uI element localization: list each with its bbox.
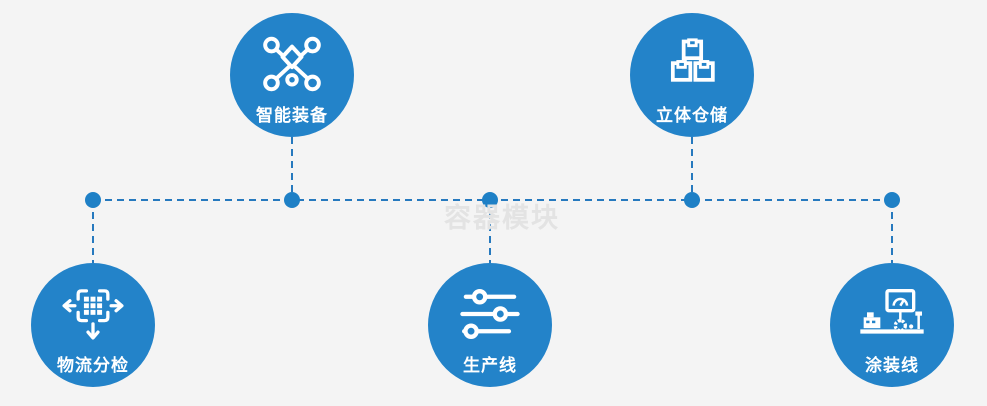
sliders-icon — [459, 284, 521, 344]
node-production-line[interactable]: 生产线 — [428, 263, 552, 387]
network-nodes-icon — [260, 34, 324, 94]
machine-monitor-icon — [857, 284, 927, 344]
node-label: 生产线 — [463, 356, 517, 375]
junction-dot — [482, 192, 498, 208]
junction-dot — [284, 192, 300, 208]
node-logistics-sorting[interactable]: 物流分检 — [31, 263, 155, 387]
watermark-text: 容器模块 — [444, 203, 560, 233]
node-label: 物流分检 — [57, 356, 129, 375]
stacked-boxes-icon — [662, 34, 722, 94]
junction-dot — [684, 192, 700, 208]
node-label: 智能装备 — [256, 106, 328, 125]
node-smart-equipment[interactable]: 智能装备 — [230, 13, 354, 137]
junction-dot — [85, 192, 101, 208]
node-coating-line[interactable]: 涂装线 — [830, 263, 954, 387]
sorting-arrows-icon — [60, 284, 126, 344]
node-label: 立体仓储 — [656, 106, 728, 125]
junction-dot — [884, 192, 900, 208]
node-stereo-warehouse[interactable]: 立体仓储 — [630, 13, 754, 137]
node-label: 涂装线 — [865, 356, 919, 375]
